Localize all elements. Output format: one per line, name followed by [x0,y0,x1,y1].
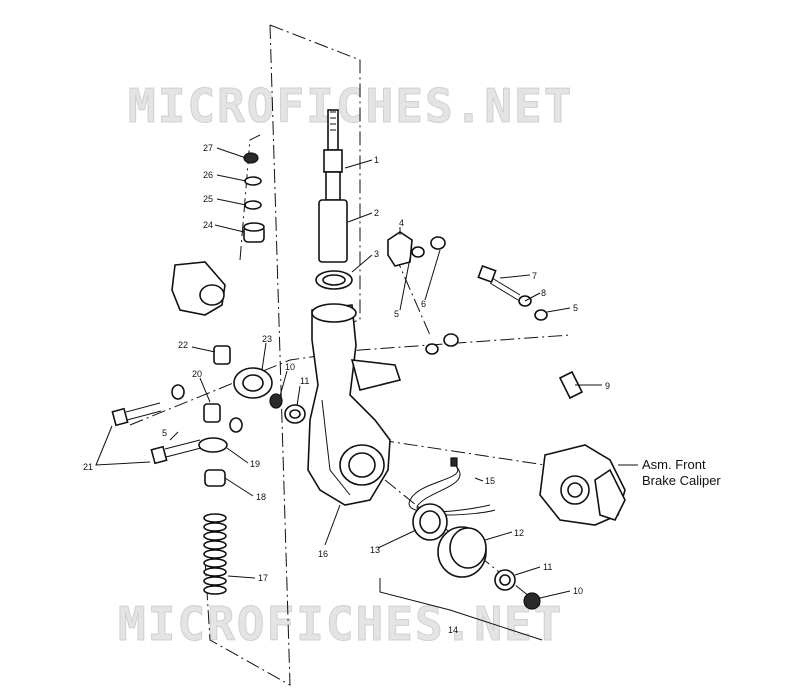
callout-1: 1 [374,155,379,165]
leader-lines [95,147,638,641]
callout-4: 4 [399,218,404,228]
washer-5-lower [425,343,439,355]
nut-6-lower [443,333,459,347]
watermark-top: MICROFICHES.NET [128,79,573,133]
nut-20 [203,403,221,423]
seal-13-inner [419,510,441,534]
callout-11-right: 11 [543,562,552,572]
callout-5-right: 5 [573,303,578,313]
coil-spring-17 [203,513,227,595]
callout-21: 21 [83,462,93,472]
callout-26: 26 [203,170,213,180]
strut-tube [318,199,348,263]
bolt-21-lower [150,439,202,465]
spindle-housing [307,303,402,506]
sensor-wire-15 [408,457,496,516]
watermark-bottom: MICROFICHES.NET [118,597,563,651]
nut-6-upper [430,236,446,250]
washer-5-left [229,417,243,433]
brake-pad-9 [558,370,584,400]
mount-bracket-boss [199,284,225,306]
washer-20 [171,384,185,400]
callout-8: 8 [541,288,546,298]
callout-10-left: 10 [285,362,295,372]
callout-22: 22 [178,340,188,350]
strut-shaft [323,109,343,201]
callout-14: 14 [448,625,458,635]
alignment-line-top [269,24,361,331]
bearing-11-right-inner [499,574,511,586]
link-bracket [387,231,413,267]
callout-18: 18 [256,492,266,502]
bearing-11-left-inner [289,409,301,419]
bushing-22 [213,345,231,365]
callout-20: 20 [192,369,202,379]
assembly-label-line2: Brake Caliper [642,473,721,488]
nut-10-right [523,592,541,610]
callout-17: 17 [258,573,268,583]
callout-3: 3 [374,249,379,259]
callout-19: 19 [250,459,260,469]
callout-24: 24 [203,220,213,230]
bushing-24-top [243,222,265,232]
washer-26 [244,176,262,186]
spring-seat-19 [198,437,228,453]
bolt-21-upper [111,402,162,427]
callout-7: 7 [532,271,537,281]
callout-23: 23 [262,334,272,344]
callout-25: 25 [203,194,213,204]
brake-disc-12 [437,526,487,578]
bolt-7 [477,264,521,301]
alignment-line-bracket [394,254,431,336]
bushing-18 [204,469,226,487]
callout-6: 6 [421,299,426,309]
nut-27 [243,152,259,164]
callout-11-left: 11 [300,376,309,386]
alignment-line-axle [129,334,571,426]
alignment-line-left [204,24,291,686]
callout-27: 27 [203,143,213,153]
callout-5-left: 5 [162,428,167,438]
callout-15: 15 [485,476,495,486]
callout-2: 2 [374,208,379,218]
callout-9: 9 [605,381,610,391]
callout-12: 12 [514,528,524,538]
alignment-line-caliper [379,439,546,466]
washer-5-upper [411,246,425,258]
alignment-line-hardware [239,134,261,261]
callout-16: 16 [318,549,328,559]
callout-13: 13 [370,545,380,555]
washer-5-right [534,309,548,321]
assembly-label-line1: Asm. Front [642,457,706,472]
strut-seal-ring-inner [322,274,346,286]
nut-10-left [269,393,283,409]
washer-25 [244,200,262,210]
callout-5-bracket: 5 [394,309,399,319]
callout-10-right: 10 [573,586,583,596]
brake-caliper-assembly [539,444,626,526]
seal-23-inner [242,374,264,392]
